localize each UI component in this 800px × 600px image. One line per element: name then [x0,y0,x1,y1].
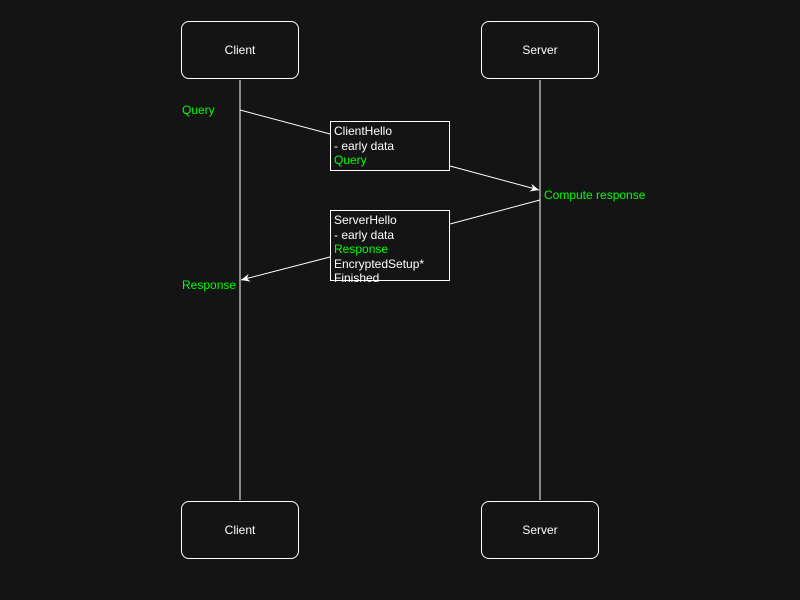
client-hello-note: ClientHello - early data Query [330,121,450,171]
query-message-line [239,109,331,135]
server-actor-label: Server [522,523,558,537]
query-label: Query [182,103,215,117]
note-line: - early data [334,227,395,242]
server-actor-label: Server [522,43,558,57]
client-actor-label: Client [224,43,256,57]
note-line: - early data [334,138,395,153]
query-message-arrow [449,165,540,192]
client-actor-bottom: Client [181,501,299,559]
compute-response-label: Compute response [544,188,646,202]
response-label: Response [182,278,237,292]
note-line: ServerHello [334,213,397,227]
note-line-query: Query [334,153,367,167]
client-actor-top: Client [181,21,299,79]
server-actor-top: Server [481,21,599,79]
server-hello-note: ServerHello - early data Response Encryp… [330,210,450,285]
client-actor-label: Client [224,523,256,537]
note-line-response: Response [334,242,389,256]
note-line: EncryptedSetup* [334,256,425,271]
response-message-arrow [240,256,331,282]
note-line: Finished [334,271,380,285]
response-message-line [449,199,541,225]
server-actor-bottom: Server [481,501,599,559]
note-line: ClientHello [334,124,393,138]
